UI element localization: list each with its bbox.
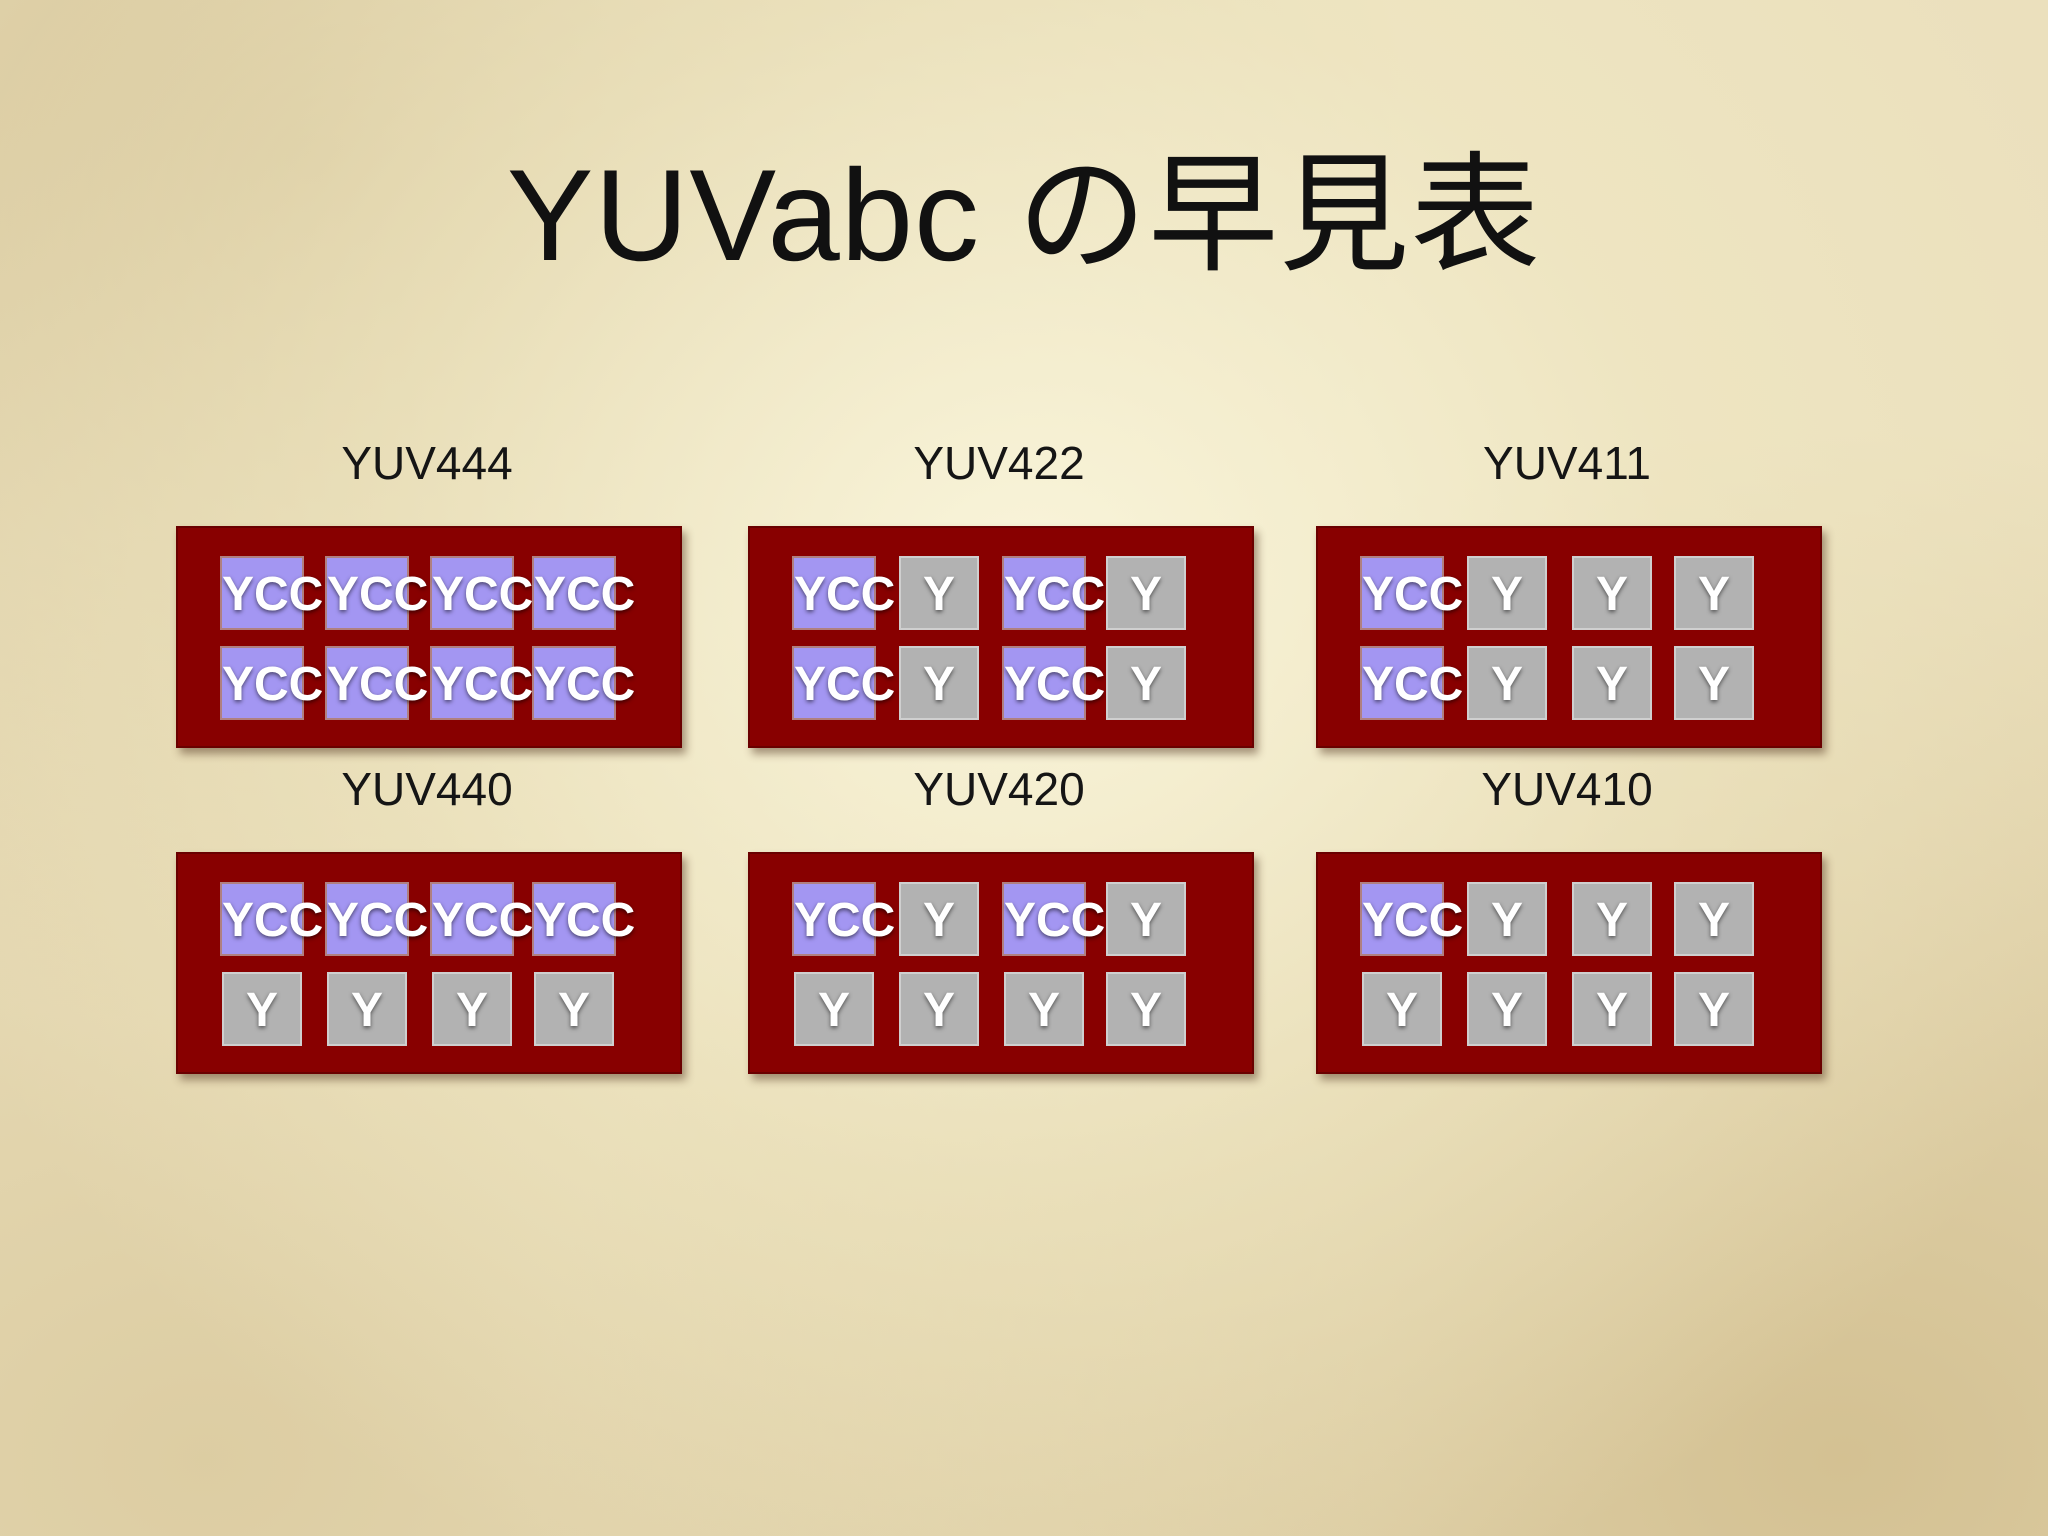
ycc-sample-cell: YCC [1002, 882, 1105, 956]
ycc-sample-cell: YCC [532, 646, 635, 720]
y-sample-cell: Y [1106, 972, 1186, 1046]
y-sample-cell: Y [1106, 646, 1186, 720]
y-sample-cell: Y [899, 556, 979, 630]
panel-label: YUV422 [913, 437, 1085, 489]
ycc-sample-cell: YCC [430, 556, 533, 630]
ycc-sample-cell: YCC [792, 882, 895, 956]
ycc-sample-cell: YCC [1360, 646, 1463, 720]
ycc-sample-cell: YCC [532, 556, 635, 630]
y-sample-cell: Y [1004, 972, 1084, 1046]
y-sample-cell: Y [1467, 646, 1547, 720]
y-sample-cell: Y [1467, 882, 1547, 956]
y-sample-cell: Y [1572, 972, 1652, 1046]
y-sample-cell: Y [899, 972, 979, 1046]
ycc-sample-cell: YCC [430, 646, 533, 720]
y-sample-cell: Y [1106, 556, 1186, 630]
ycc-sample-cell: YCC [325, 882, 428, 956]
ycc-sample-cell: YCC [220, 882, 323, 956]
y-sample-cell: Y [1674, 646, 1754, 720]
y-sample-cell: Y [1106, 882, 1186, 956]
panel-label: YUV440 [341, 763, 513, 815]
panel-label: YUV411 [1483, 437, 1651, 489]
slide-title-latin: YUVabc [506, 142, 1018, 288]
y-sample-cell: Y [327, 972, 407, 1046]
y-sample-cell: Y [899, 646, 979, 720]
ycc-sample-cell: YCC [1002, 556, 1105, 630]
panel-label: YUV444 [341, 437, 513, 489]
y-sample-cell: Y [1674, 556, 1754, 630]
ycc-sample-cell: YCC [325, 646, 428, 720]
y-sample-cell: Y [534, 972, 614, 1046]
ycc-sample-cell: YCC [532, 882, 635, 956]
y-sample-cell: Y [1674, 882, 1754, 956]
ycc-sample-cell: YCC [1360, 556, 1463, 630]
y-sample-cell: Y [1674, 972, 1754, 1046]
y-sample-cell: Y [794, 972, 874, 1046]
y-sample-cell: Y [222, 972, 302, 1046]
ycc-sample-cell: YCC [220, 556, 323, 630]
ycc-sample-cell: YCC [792, 646, 895, 720]
panel-label: YUV410 [1481, 763, 1653, 815]
ycc-sample-cell: YCC [325, 556, 428, 630]
slide-title: YUVabc の早見表 [0, 140, 2048, 290]
ycc-sample-cell: YCC [430, 882, 533, 956]
ycc-sample-cell: YCC [1002, 646, 1105, 720]
y-sample-cell: Y [1467, 972, 1547, 1046]
ycc-sample-cell: YCC [792, 556, 895, 630]
y-sample-cell: Y [1572, 556, 1652, 630]
y-sample-cell: Y [1572, 882, 1652, 956]
slide-title-japanese: の早見表 [1017, 139, 1542, 291]
y-sample-cell: Y [432, 972, 512, 1046]
y-sample-cell: Y [1362, 972, 1442, 1046]
y-sample-cell: Y [899, 882, 979, 956]
y-sample-cell: Y [1572, 646, 1652, 720]
ycc-sample-cell: YCC [1360, 882, 1463, 956]
ycc-sample-cell: YCC [220, 646, 323, 720]
panel-label: YUV420 [913, 763, 1085, 815]
y-sample-cell: Y [1467, 556, 1547, 630]
